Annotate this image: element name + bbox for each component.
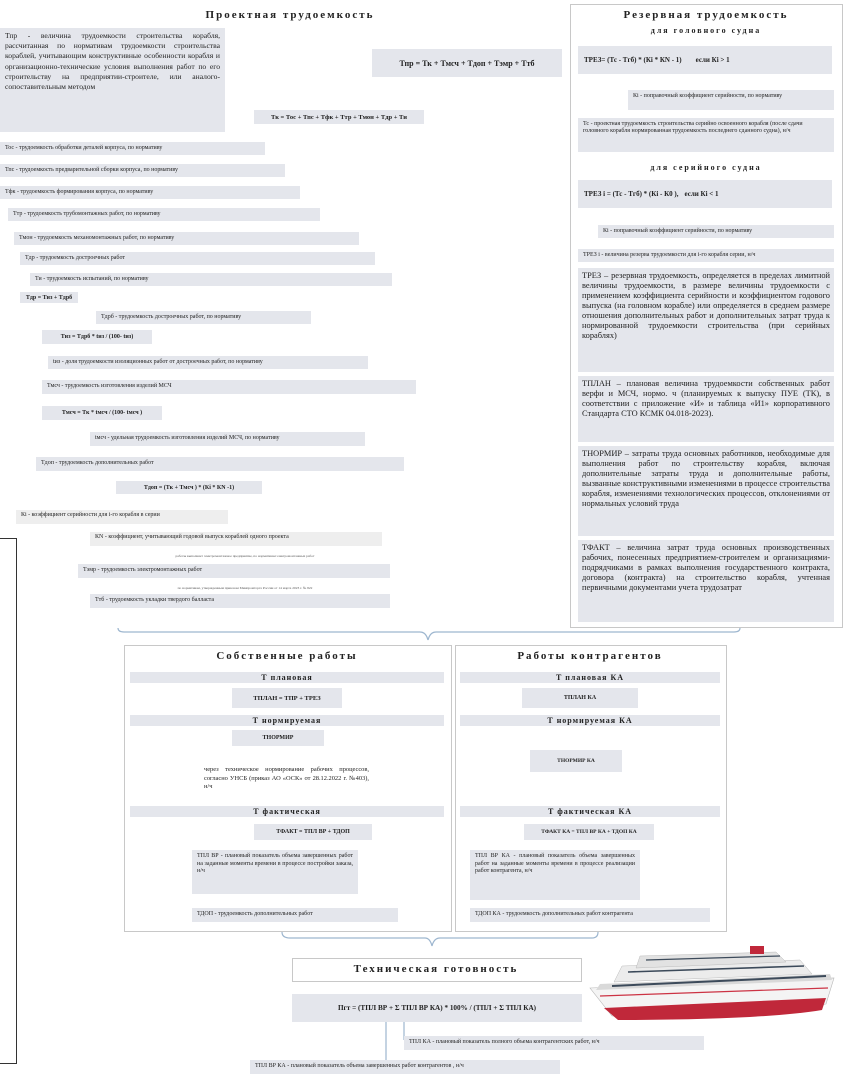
item-tmsch: Тмсч - трудоемкость изготовления изделий… — [42, 380, 416, 394]
note-tb: по нормативам, утвержденным приказом Мин… — [177, 586, 313, 590]
tech-readiness-formula: Пгт = (ТПЛ ВР + Σ ТПЛ ВР КА) * 100% / (Т… — [292, 994, 582, 1022]
item-ttb: Ттб - трудоемкость укладки твердого балл… — [90, 594, 390, 608]
own-works-title: Собственные работы — [216, 650, 358, 662]
tech-readiness-title-frame — [292, 958, 582, 982]
tplan-description: ТПЛАН – плановая величина трудоемкости с… — [578, 376, 834, 442]
own-norm-text: через техническое нормирование рабочих п… — [204, 766, 369, 791]
ka-fact-bar: Т фактическая КА — [460, 806, 720, 817]
item-tiz: tиз - доля трудоемкости изоляционных раб… — [48, 356, 368, 369]
own-tplvr-text: ТПЛ ВР - плановый показатель объема заве… — [192, 850, 358, 894]
item-tdr: Тдр - трудоемкость достроечных работ — [20, 252, 375, 265]
own-fact-formula: ТФАКТ = ТПЛ ВР + ТДОП — [254, 824, 372, 840]
formula-tiz: Тиз = Тдрб * tиз / (100- tиз) — [42, 330, 152, 344]
ka-tdop-text: ТДОП КА - трудоемкость дополнительных ра… — [470, 908, 710, 922]
tech-readiness-title: Техническая готовность — [353, 963, 519, 975]
item-t-msch: tмсч - удельная трудоемкость изготовлени… — [90, 432, 365, 446]
formula-tk: Тк = Тос + Тпс + Тфк + Ттр + Тмон + Тдр … — [254, 110, 424, 124]
item-kn: КN - коэффициент, учитывающий годовой вы… — [90, 532, 382, 546]
project-labor-title: Проектная трудоемкость — [205, 9, 375, 21]
k-serial-note: Кi - поправочный коэффициент серийности,… — [598, 225, 834, 238]
ka-fact-formula: ТФАКТ КА = ТПЛ ВР КА + ТДОП КА — [524, 824, 654, 840]
k-lead-note: Кi - поправочный коэффициент серийности,… — [628, 90, 834, 110]
contractor-works-title: Работы контрагентов — [517, 650, 663, 662]
ka-tplvr-text: ТПЛ ВР КА - плановый показатель объема з… — [470, 850, 640, 900]
ka-plan-bar: Т плановая КА — [460, 672, 720, 683]
own-tdop-text: ТДОП - трудоемкость дополнительных работ — [192, 908, 398, 922]
item-tfk: Тфк - трудоемкость формирования корпуса,… — [0, 186, 300, 199]
own-plan-bar: Т плановая — [130, 672, 444, 683]
lead-ship-subtitle: для головного судна — [650, 26, 762, 35]
formula-trez-serial: ТРЕЗ i = (Тс - Тгб) * (Кi - К0 ), если К… — [578, 180, 832, 208]
tc-note: Тс - проектная трудоемкость строительств… — [578, 118, 834, 152]
trez-i-note: ТРЕЗ i - величина резерва трудоемкости д… — [578, 249, 834, 262]
tpl-ka-note: ТПЛ КА - плановый показатель полного объ… — [404, 1036, 704, 1050]
item-tmon: Тмон - трудоемкость механомонтажных рабо… — [14, 232, 359, 245]
formula-tdr: Тдр = Тиз + Тдрб — [20, 292, 78, 303]
note-emr: работы выполняет электромонтажное предпр… — [175, 554, 315, 558]
formula-trez-serial-cond: если Кi < 1 — [684, 190, 719, 198]
trez-description: ТРЕЗ – резервная трудоемкость, определяе… — [578, 268, 834, 372]
item-temr: Тэмр - трудоемкость электромонтажных раб… — [78, 564, 390, 578]
own-norm-box: ТНОРМИР — [232, 730, 324, 746]
item-tdrb: Тдрб - трудоемкость достроечных работ, п… — [96, 311, 311, 324]
item-ttr: Ттр - трудоемкость трубомонтажных работ,… — [8, 208, 320, 221]
formula-trez-serial-text: ТРЕЗ i = (Тс - Тгб) * (Кi - К0 ), — [584, 190, 679, 198]
formula-tdop: Тдоп = (Тк + Тмсч ) * (Кi * КN -1) — [116, 481, 262, 494]
own-plan-formula: ТПЛАН = ТПР + ТРЕЗ — [232, 688, 342, 708]
formula-tmsch: Тмсч = Тк * tмсч / (100- tмсч ) — [42, 406, 162, 420]
formula-trez-lead-text: ТРЕЗ= (Тс - Тгб) * (Кi * КN - 1) — [584, 56, 682, 64]
item-tdop: Тдоп - трудоемкость дополнительных работ — [36, 457, 404, 471]
ka-norm-box: ТНОРМИР КА — [530, 750, 622, 772]
item-tps: Тпс - трудоемкость предварительной сборк… — [0, 164, 285, 177]
ka-norm-bar: Т нормируемая КА — [460, 715, 720, 726]
ka-plan-box: ТПЛАН КА — [522, 688, 638, 708]
formula-trez-lead-cond: если Кi > 1 — [695, 56, 730, 64]
empty-frame — [0, 538, 17, 1064]
tplvr-ka-note: ТПЛ ВР КА - плановый показатель объема з… — [250, 1060, 560, 1074]
tpr-definition: Тпр - величина трудоемкости строительств… — [0, 28, 225, 132]
item-tos: Тос - трудоемкость обработки деталей кор… — [0, 142, 265, 155]
item-ki: Кi - коэффициент серийности для i-го кор… — [16, 510, 228, 524]
reserve-labor-title: Резервная трудоемкость — [623, 9, 789, 21]
tnormir-description: ТНОРМИР – затраты труда основных работни… — [578, 446, 834, 536]
formula-tpr: Тпр = Тк + Тмсч + Тдоп + Тэмр + Ттб — [372, 49, 562, 77]
formula-trez-lead: ТРЕЗ= (Тс - Тгб) * (Кi * КN - 1) если Кi… — [578, 46, 832, 74]
own-norm-bar: Т нормируемая — [130, 715, 444, 726]
item-ti: Ти - трудоемкость испытаний, по норматив… — [30, 273, 392, 286]
serial-ship-subtitle: для серийного судна — [650, 163, 762, 172]
own-fact-bar: Т фактическая — [130, 806, 444, 817]
tfakt-description: ТФАКТ – величина затрат труда основных п… — [578, 540, 834, 622]
